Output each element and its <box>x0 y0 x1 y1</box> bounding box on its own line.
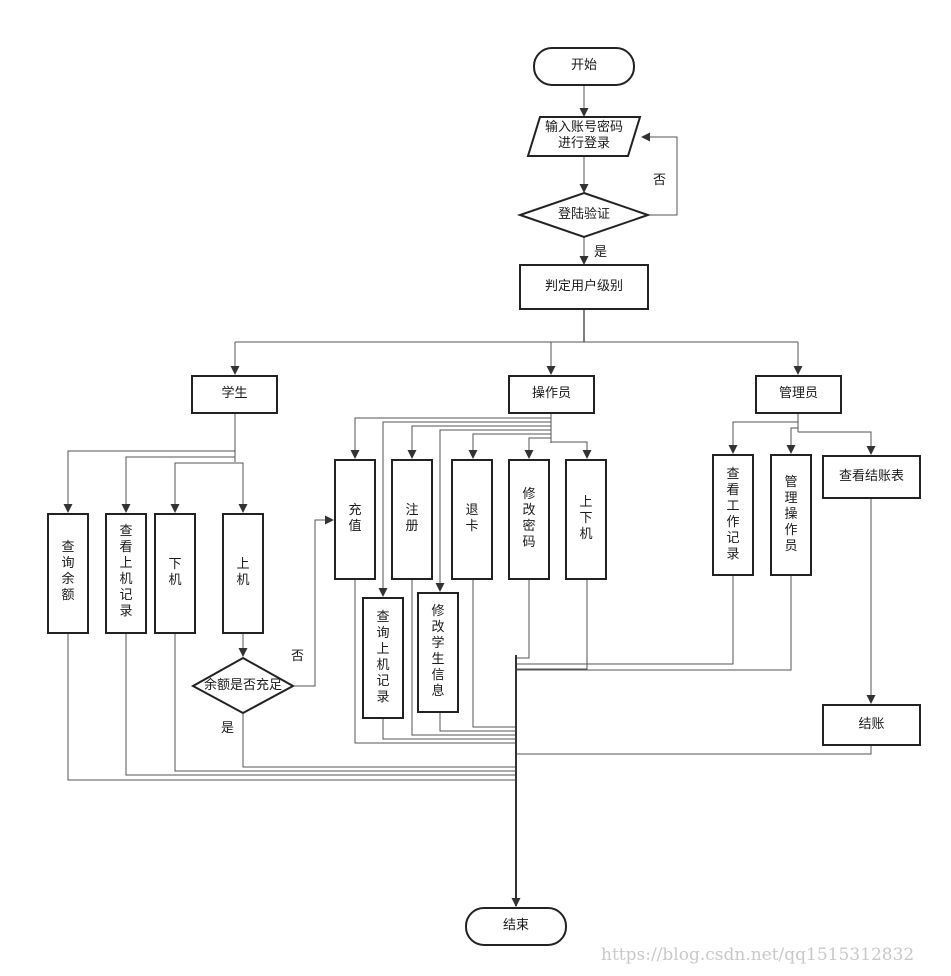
judge-label: 判定用户级别 <box>544 279 623 294</box>
op-refund-box <box>451 459 493 580</box>
ret-op-password <box>516 579 530 659</box>
op-query-box <box>362 597 404 719</box>
ret-op-register <box>411 579 516 736</box>
op-password-box <box>508 459 550 580</box>
op-modify-label: 修改学生信息 <box>431 604 445 699</box>
balance-check-label: 余额是否充足 <box>203 678 282 693</box>
start-label: 开始 <box>570 58 597 73</box>
verify-diamond <box>516 191 652 239</box>
ad-checkout-label: 结账 <box>858 717 885 732</box>
ad-work-box <box>712 454 754 576</box>
stu-offline-box <box>154 513 196 634</box>
op-refund-label: 退卡 <box>465 503 479 534</box>
edge-to-op-password <box>524 437 551 459</box>
stu-records-box <box>105 513 147 634</box>
ad-manage-box <box>770 454 812 576</box>
edge-to-ad-work <box>728 421 798 454</box>
op-register-box <box>391 459 433 580</box>
edge-to-op-recharge <box>350 417 551 459</box>
ret-ad-checkout <box>516 745 872 755</box>
input-label-line2: 进行登录 <box>557 136 610 151</box>
ret-op-modify <box>439 712 516 732</box>
start-terminal <box>533 47 635 86</box>
end-label: 结束 <box>502 918 529 933</box>
ad-manage-label: 管理操作员 <box>784 475 798 554</box>
edge-to-ad-report <box>798 431 876 455</box>
ret-op-recharge <box>354 579 516 744</box>
edge-to-stu-balance <box>63 450 235 513</box>
edge-to-op-modify <box>435 429 551 592</box>
end-terminal <box>465 907 567 946</box>
edge-to-stu-records <box>121 456 235 513</box>
stu-records-label: 查看上机记录 <box>119 524 133 619</box>
edge-to-op-register <box>407 425 551 459</box>
verify-no-label: 否 <box>653 173 667 188</box>
ret-op-query <box>382 718 516 740</box>
stu-offline-label: 下机 <box>168 557 182 588</box>
verify-yes-label: 是 <box>594 245 608 260</box>
balance-diamond <box>190 656 296 715</box>
ret-stu-records <box>125 633 516 776</box>
ret-stu-offline <box>174 633 516 772</box>
verify-label: 登陆验证 <box>557 207 610 222</box>
ad-report-label: 查看结账表 <box>838 469 904 484</box>
edge-to-ad-manage <box>786 427 798 454</box>
edge-verify-no <box>641 132 678 216</box>
admin-label: 管理员 <box>778 386 818 401</box>
edge-to-op-refund <box>468 433 551 459</box>
ad-work-label: 查看工作记录 <box>726 467 740 562</box>
stu-online-box <box>222 513 264 634</box>
edge-to-stu-online <box>235 462 248 513</box>
edge-to-op-onoff <box>551 441 592 459</box>
edge-balance-no <box>293 515 334 687</box>
input-parallelogram <box>526 116 642 157</box>
operator-label: 操作员 <box>531 386 571 401</box>
student-box <box>191 375 278 414</box>
op-password-label: 修改密码 <box>522 487 536 550</box>
ad-checkout-box <box>822 704 921 746</box>
op-query-label: 查询上机记录 <box>376 610 390 705</box>
ad-report-box <box>822 455 921 499</box>
op-register-label: 注册 <box>405 503 419 534</box>
edge-to-op-query <box>378 421 551 597</box>
shapes <box>47 47 921 946</box>
ret-ad-manage <box>516 575 792 671</box>
ret-op-refund <box>472 579 516 728</box>
op-recharge-box <box>334 459 376 580</box>
judge-box <box>519 264 649 310</box>
admin-box <box>755 375 842 414</box>
student-label: 学生 <box>221 386 248 401</box>
op-onoff-label: 上下机 <box>579 495 593 542</box>
ret-stu-balance <box>67 633 516 781</box>
ret-op-onoff <box>516 579 588 670</box>
ret-ad-work <box>516 575 734 665</box>
stu-balance-box <box>47 513 89 634</box>
input-label-line1: 输入账号密码 <box>544 120 623 135</box>
balance-yes-label: 是 <box>221 721 235 736</box>
connectors <box>63 85 876 907</box>
op-onoff-box <box>565 459 607 580</box>
watermark: https://blog.csdn.net/qq1515312832 <box>601 945 915 965</box>
stu-online-label: 上机 <box>236 557 250 588</box>
ret-balance-yes <box>242 713 516 768</box>
edge-to-stu-offline <box>170 462 235 513</box>
balance-no-label: 否 <box>291 649 305 664</box>
op-modify-box <box>417 592 459 713</box>
operator-box <box>508 375 595 414</box>
stu-balance-label: 查询余额 <box>61 540 75 603</box>
op-recharge-label: 充值 <box>348 503 362 534</box>
